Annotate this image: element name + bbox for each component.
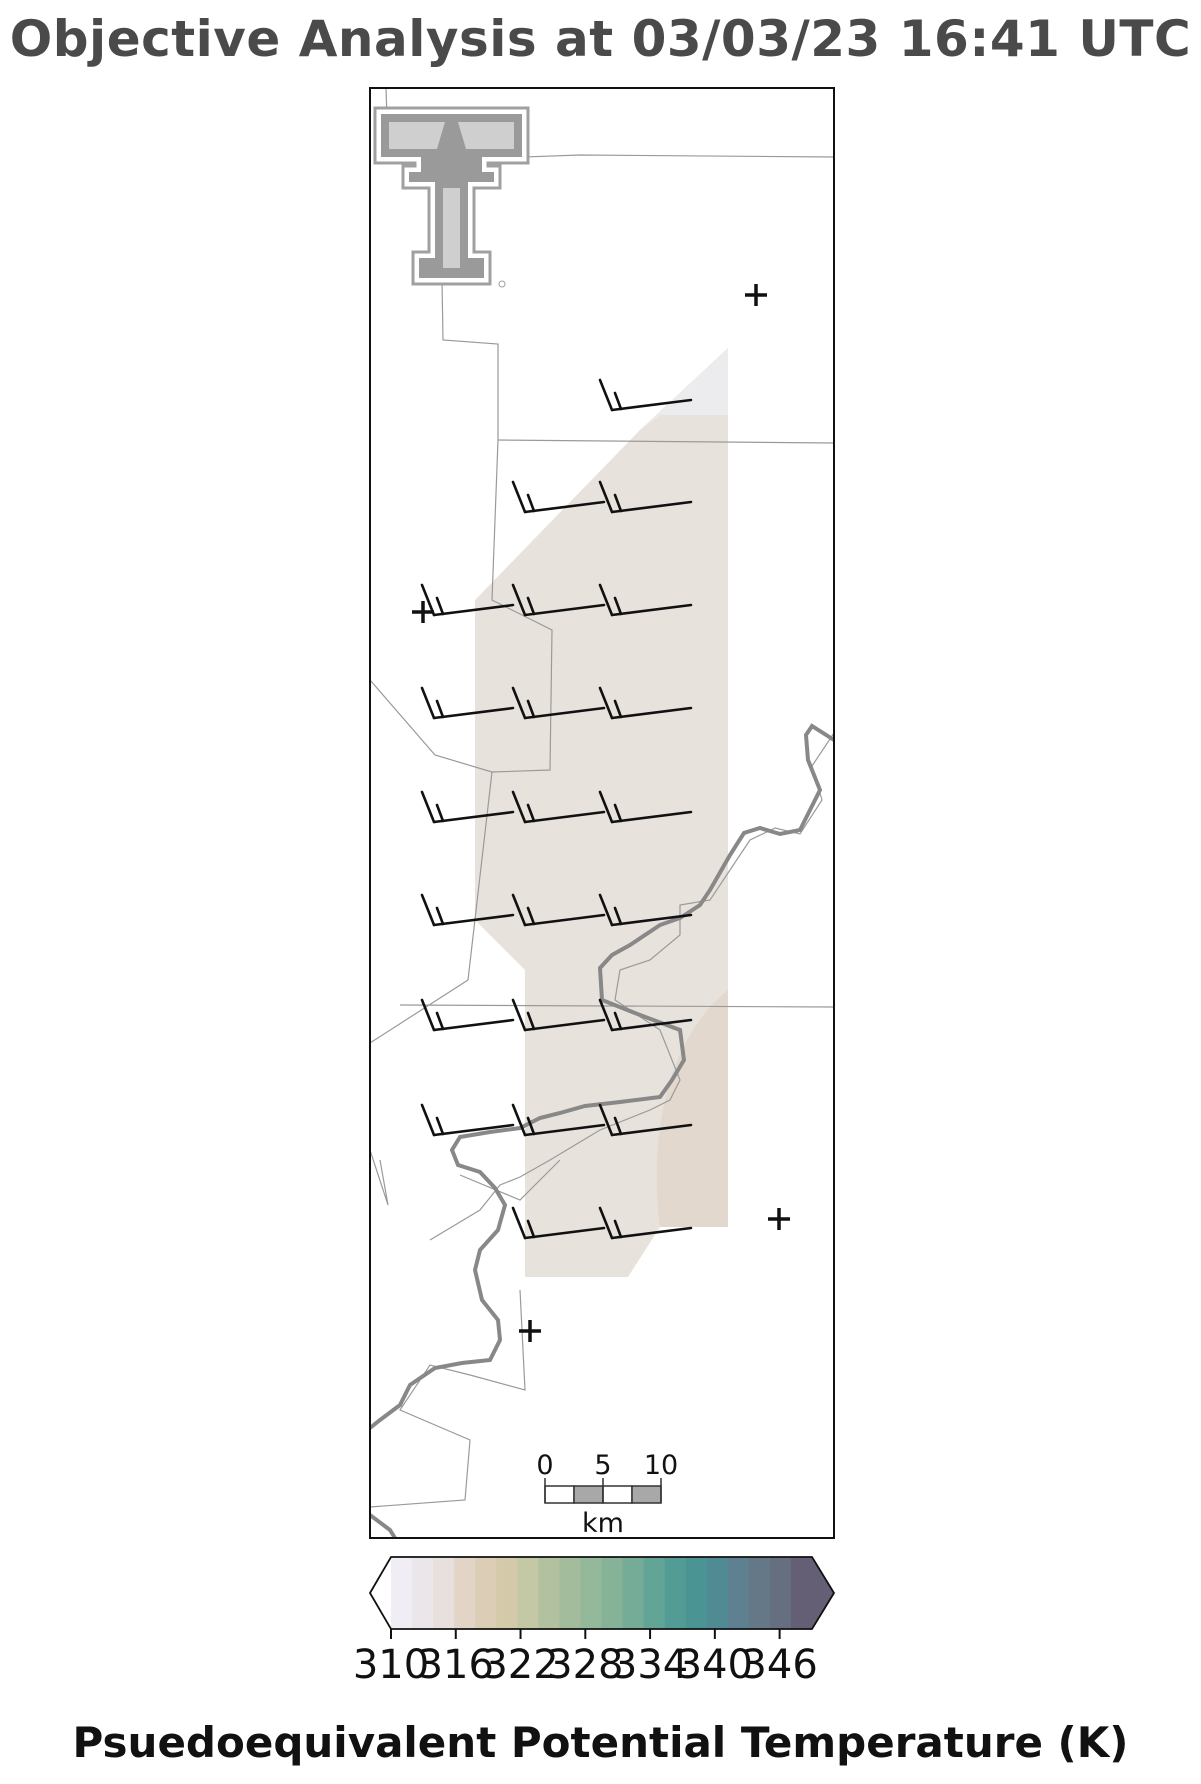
colorbar-segment	[517, 1557, 539, 1629]
colorbar-tick-label: 310	[353, 1642, 429, 1688]
wind-barb	[420, 1103, 515, 1137]
station-marker	[768, 1208, 790, 1230]
station-markers	[412, 284, 790, 1342]
colorbar-segment	[475, 1557, 497, 1629]
wind-barb	[420, 583, 515, 617]
scale-unit: km	[582, 1508, 624, 1539]
texas-tech-logo	[373, 106, 530, 288]
wind-barb	[420, 998, 515, 1032]
river-line	[370, 723, 834, 1538]
colorbar-segment	[685, 1557, 708, 1629]
wind-barb	[511, 583, 606, 617]
colorbar-segment	[727, 1557, 750, 1629]
wind-barb	[598, 686, 693, 720]
colorbar-tick-label: 316	[418, 1642, 494, 1688]
wind-barb	[598, 998, 693, 1032]
colorbar-segment	[769, 1557, 792, 1629]
colorbar-segment	[748, 1557, 771, 1629]
colorbar-segment	[664, 1557, 687, 1629]
colorbar-segment	[622, 1557, 645, 1629]
colorbar-segment	[580, 1557, 603, 1629]
station-marker	[745, 284, 767, 306]
colorbar-segment	[433, 1557, 455, 1629]
colorbar-segment	[391, 1557, 413, 1629]
wind-barb	[511, 1103, 606, 1137]
scale-bar: 0 5 10 km	[536, 1450, 678, 1539]
colorbar-segment	[643, 1557, 666, 1629]
colorbar-segment	[790, 1557, 813, 1629]
wind-barb	[511, 790, 606, 824]
station-marker	[519, 1320, 541, 1342]
colorbar-segment	[601, 1557, 624, 1629]
wind-barb	[598, 378, 693, 412]
colorbar-segment	[454, 1557, 476, 1629]
wind-barb	[420, 790, 515, 824]
colorbar-tick-label: 328	[547, 1642, 623, 1688]
wind-barb	[598, 893, 693, 927]
colorbar-tick-label: 334	[612, 1642, 688, 1688]
colorbar-tick-label: 322	[482, 1642, 558, 1688]
map-title: Objective Analysis at 03/03/23 16:41 UTC	[9, 10, 1192, 68]
county-lines	[370, 88, 834, 1508]
wind-barb	[511, 893, 606, 927]
scale-label-10: 10	[644, 1450, 678, 1481]
wind-barb	[511, 998, 606, 1032]
colorbar-extend-low	[370, 1557, 391, 1629]
analysis-field-north-tip	[640, 348, 728, 430]
wind-barb	[598, 1103, 693, 1137]
wind-barb	[598, 790, 693, 824]
wind-barb	[511, 1206, 606, 1240]
colorbar-segment	[559, 1557, 582, 1629]
colorbar-tick-label: 346	[741, 1642, 817, 1688]
wind-barb	[598, 583, 693, 617]
station-marker	[412, 601, 434, 623]
colorbar-segment	[496, 1557, 518, 1629]
scale-label-0: 0	[536, 1450, 553, 1481]
wind-barb	[598, 480, 693, 514]
scale-label-5: 5	[594, 1450, 611, 1481]
wind-barbs	[420, 378, 693, 1240]
wind-barb	[420, 893, 515, 927]
wind-barb	[511, 686, 606, 720]
wind-barb	[511, 480, 606, 514]
analysis-field-warm-patch	[656, 990, 728, 1227]
colorbar-segment	[706, 1557, 729, 1629]
colorbar-segment	[412, 1557, 434, 1629]
colorbar-extend-high	[812, 1557, 834, 1629]
wind-barb	[598, 1206, 693, 1240]
map-border	[369, 87, 835, 1539]
colorbar-segment	[538, 1557, 560, 1629]
colorbar-label: Psuedoequivalent Potential Temperature (…	[72, 1718, 1129, 1767]
wind-barb	[420, 686, 515, 720]
colorbar-tick-label: 340	[677, 1642, 753, 1688]
